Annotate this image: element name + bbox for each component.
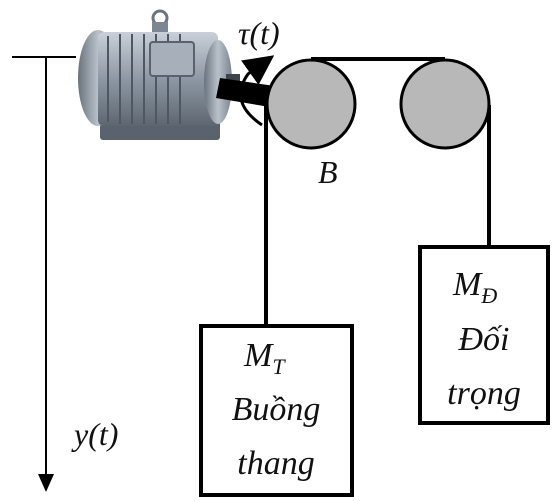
counterweight-name-line1: Đối [458, 321, 510, 358]
counterweight-mass-symbol: M [452, 266, 483, 303]
counterweight-mass-label: MĐ [452, 266, 497, 308]
counterweight-box [418, 245, 550, 425]
cabin-mass-symbol: M [243, 337, 274, 374]
electric-motor-icon [78, 9, 240, 140]
torque-label: τ(t) [238, 15, 280, 51]
cabin-box [199, 324, 354, 497]
pulley-label: B [318, 154, 338, 190]
pulley-right [399, 58, 491, 150]
cabin-mass-subscript: T [272, 354, 286, 379]
pulley-b [265, 58, 357, 150]
counterweight-mass-subscript: Đ [480, 283, 497, 308]
arrow-down-icon [38, 474, 54, 492]
curved-arrow-icon [239, 55, 275, 127]
cabin-mass-label: MT [243, 337, 286, 379]
cabin-name-line1: Buồng [232, 391, 321, 428]
cabin-name-line2: thang [237, 445, 314, 482]
counterweight-name-line2: trọng [447, 375, 521, 412]
position-label: y(t) [71, 416, 118, 452]
